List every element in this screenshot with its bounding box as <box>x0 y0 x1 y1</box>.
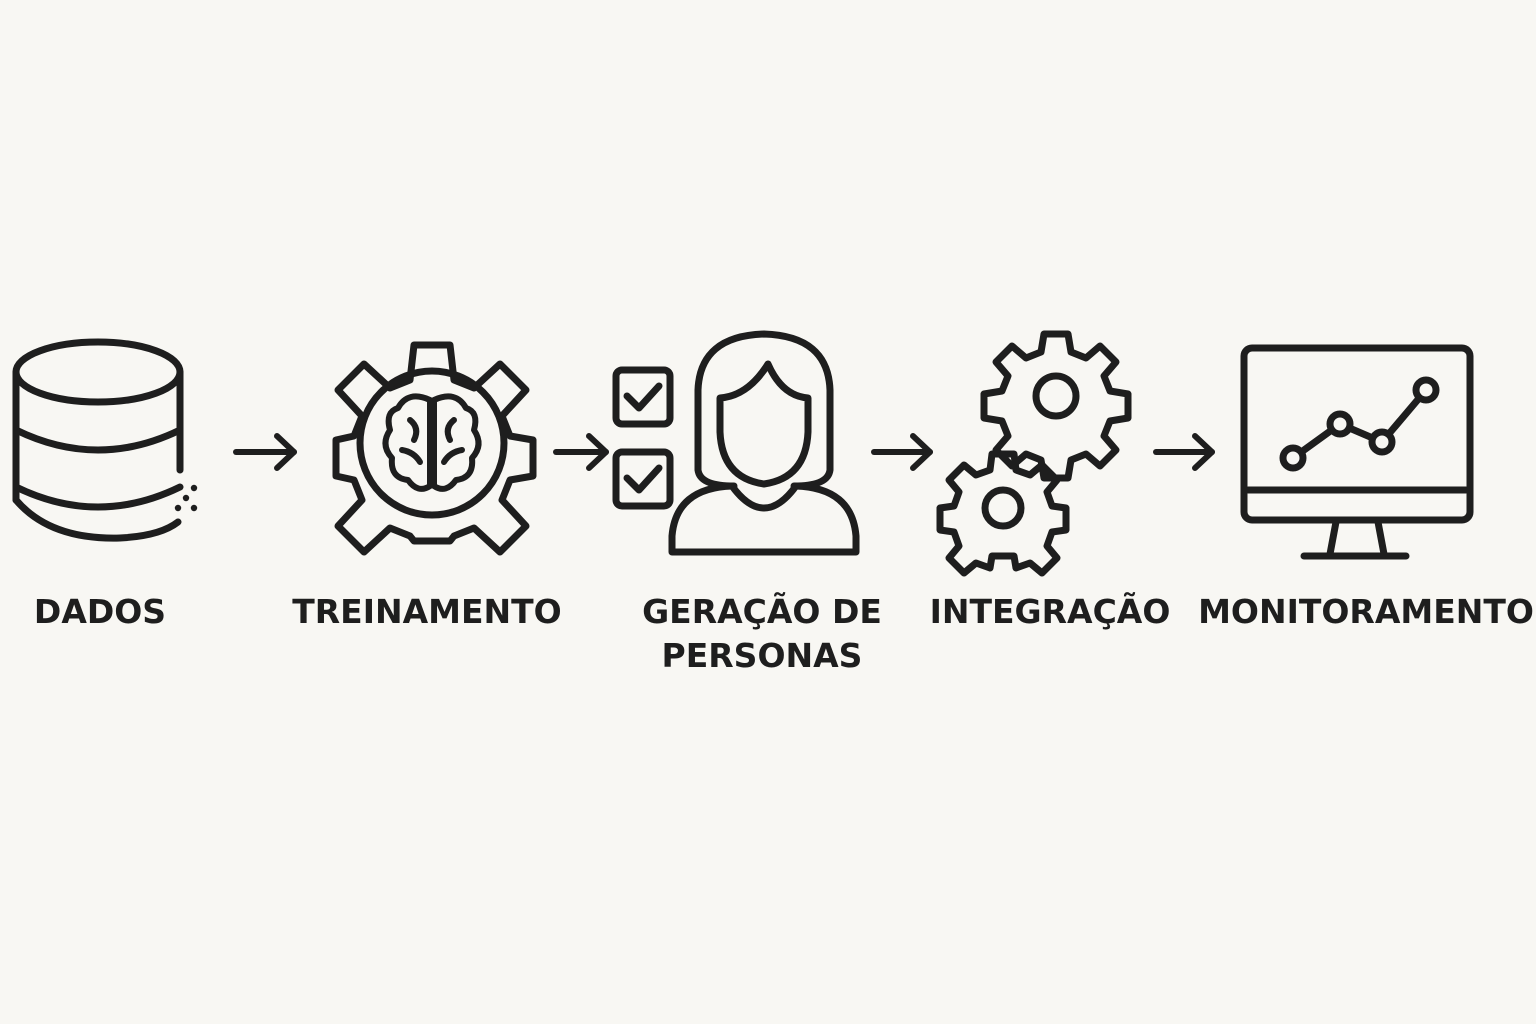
step-label-treinamento: TREINAMENTO <box>292 592 562 631</box>
step-label-monitoramento: MONITORAMENTO <box>1198 592 1534 631</box>
step-label-geracao-personas: GERAÇÃO DE PERSONAS <box>642 592 882 675</box>
step-label-integracao: INTEGRAÇÃO <box>929 592 1171 631</box>
step-label-dados: DADOS <box>33 592 167 631</box>
